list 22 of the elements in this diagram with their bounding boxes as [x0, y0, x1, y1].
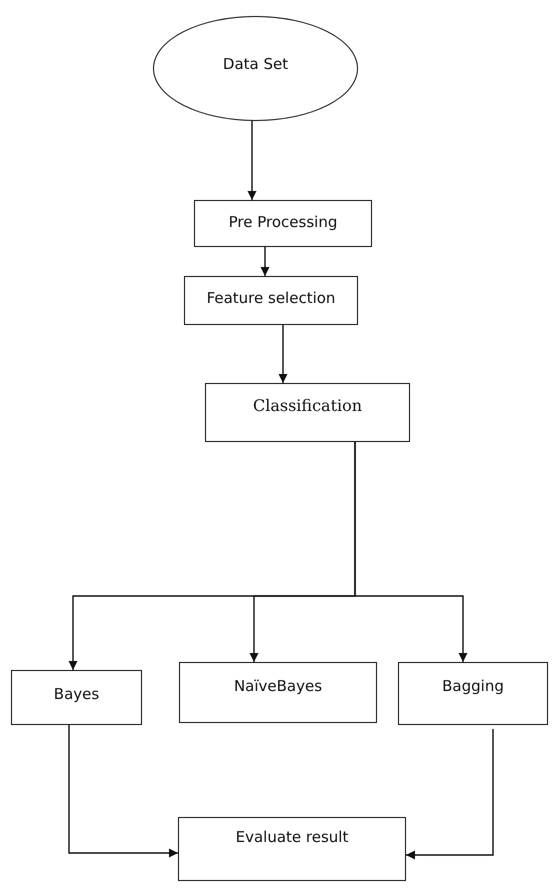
arrow	[406, 729, 494, 860]
start-ellipse	[153, 16, 358, 121]
node-label: NaïveBayes	[232, 677, 324, 695]
arrow	[278, 325, 288, 383]
node-label: Data Set	[222, 55, 290, 73]
process-box	[398, 662, 548, 725]
arrow	[260, 247, 270, 276]
process-box	[205, 383, 410, 442]
arrow	[248, 121, 256, 200]
process-box	[11, 670, 142, 725]
node-label: Bayes	[52, 685, 100, 703]
node-label: Classification	[252, 396, 364, 415]
process-box	[194, 200, 372, 247]
process-box	[179, 662, 377, 723]
process-box	[178, 817, 406, 881]
process-box	[184, 276, 358, 325]
node-label: Pre Processing	[228, 213, 338, 231]
node-label: Evaluate result	[234, 828, 350, 846]
node-label: Bagging	[441, 677, 505, 695]
arrow	[68, 725, 178, 858]
node-label: Feature selection	[206, 289, 336, 307]
arrow	[354, 442, 468, 662]
